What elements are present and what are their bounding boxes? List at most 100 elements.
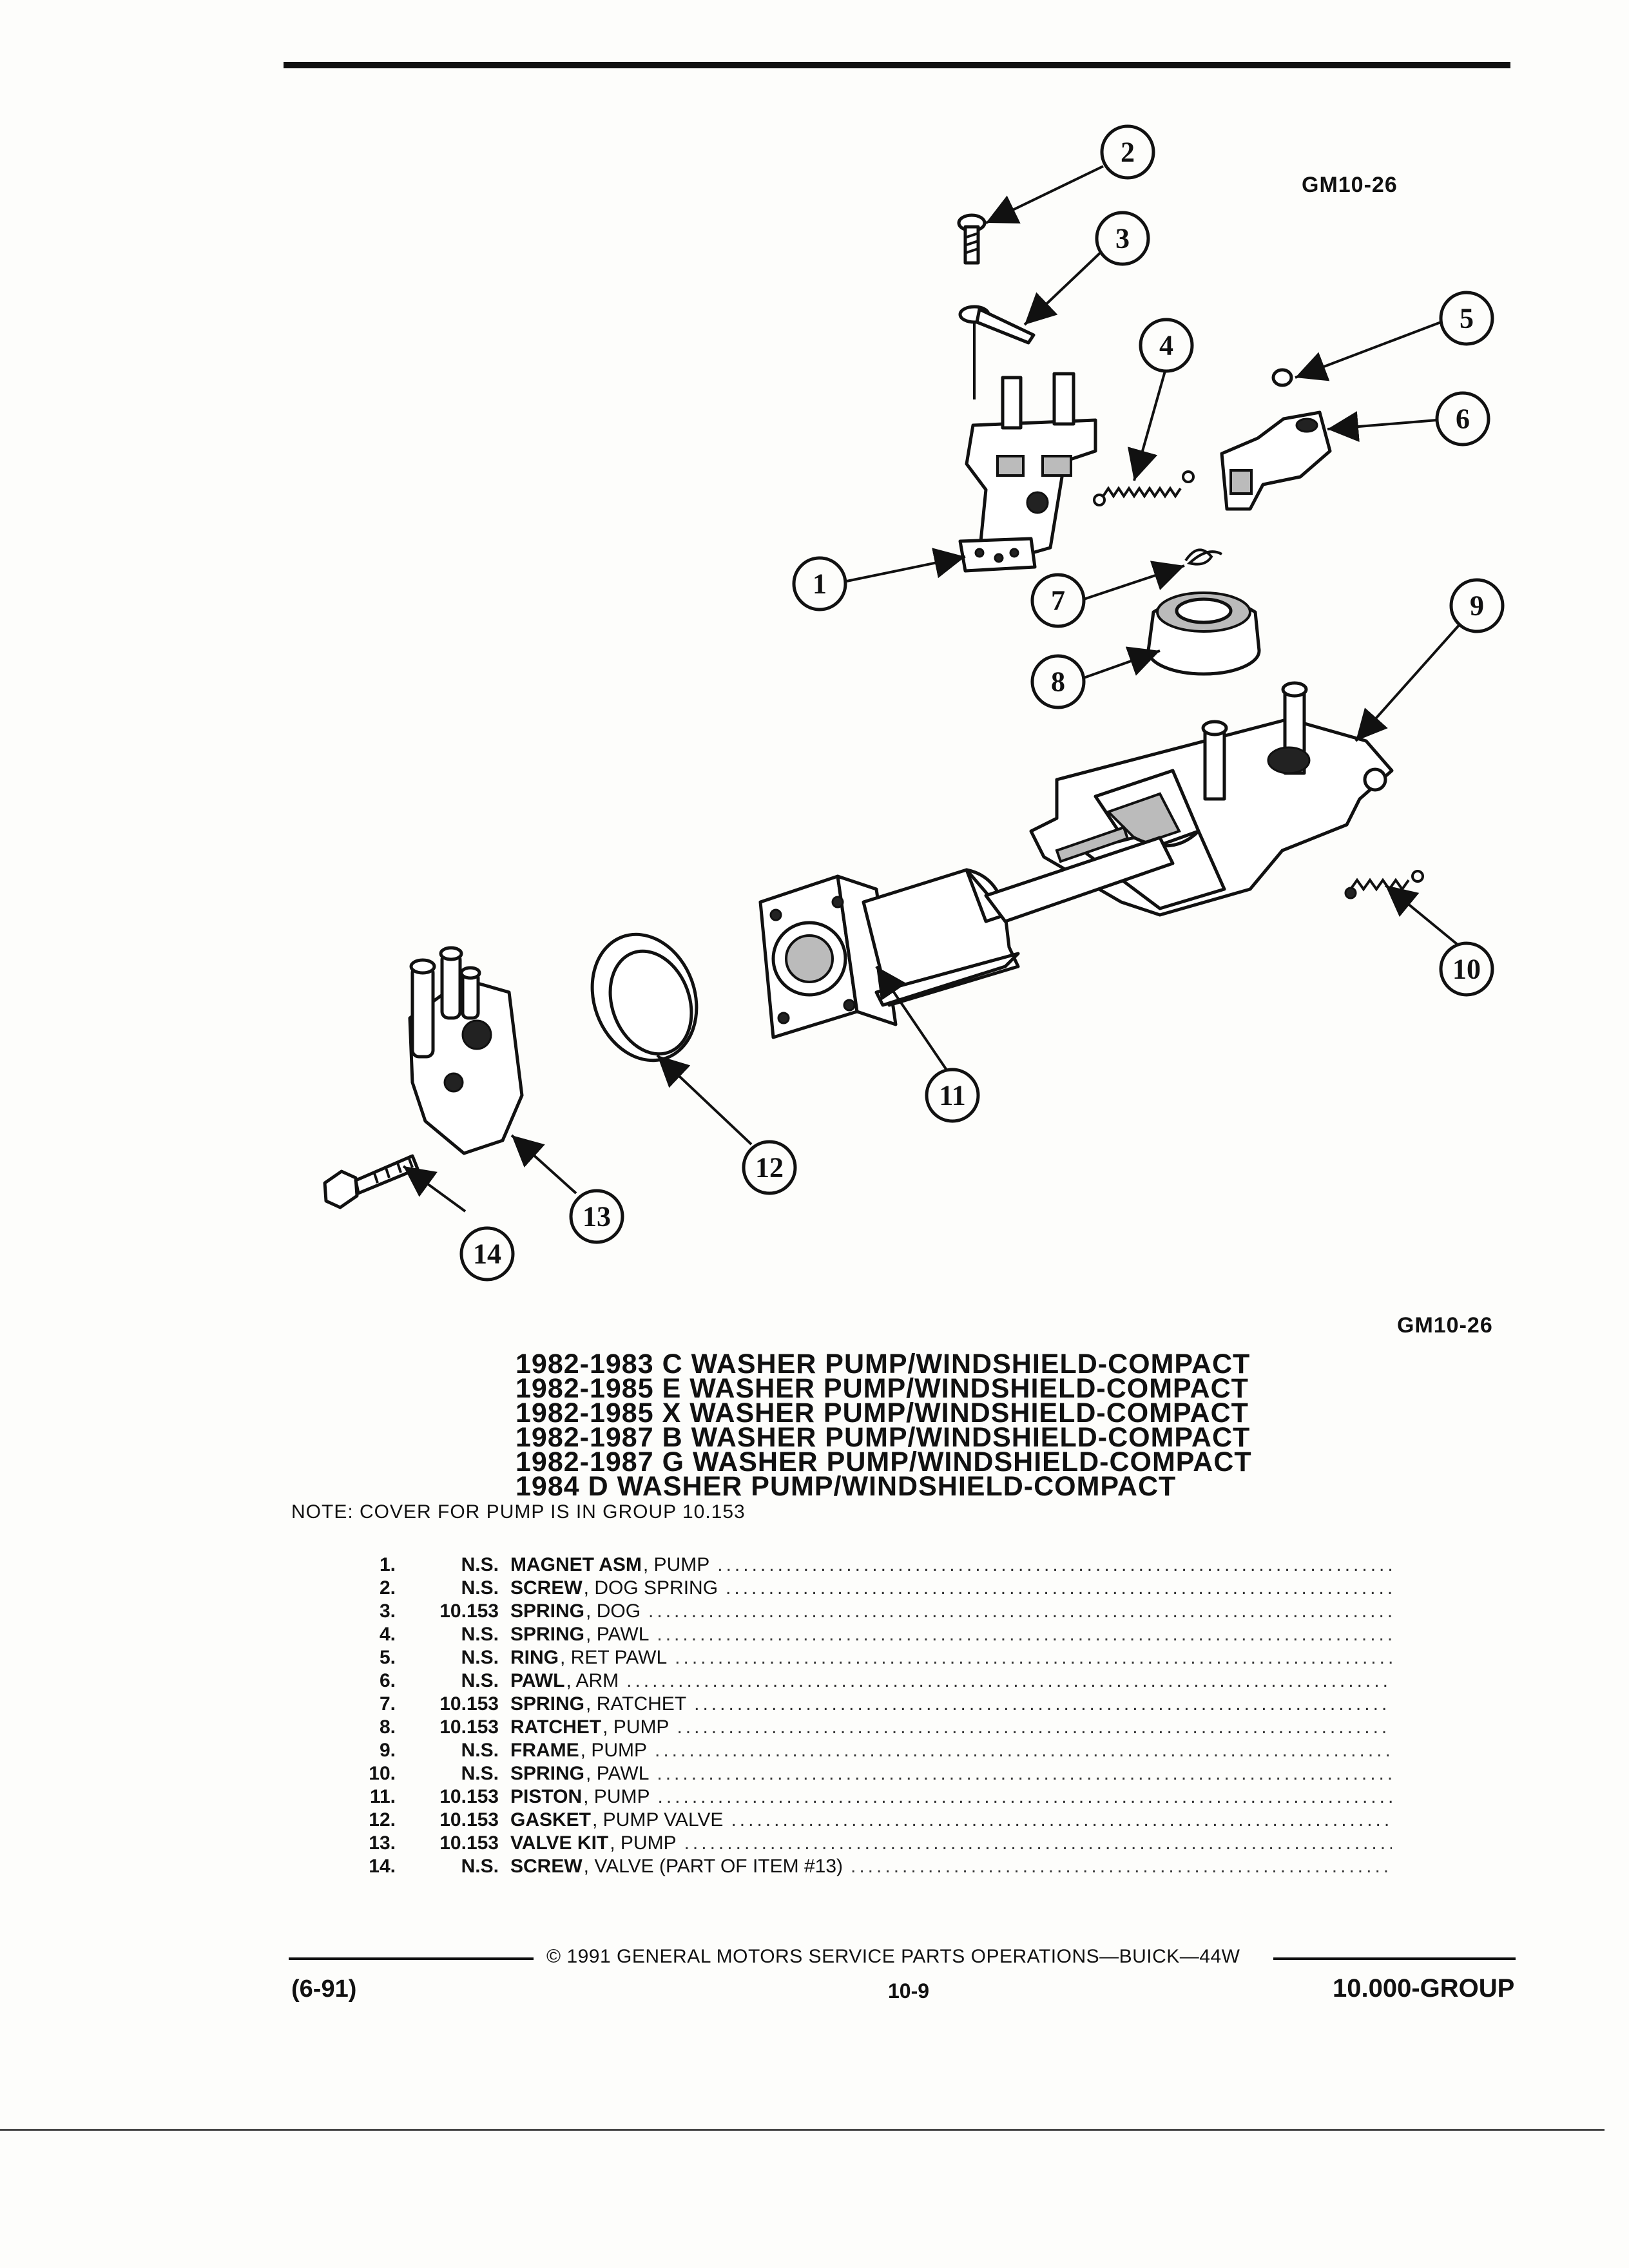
part-description: , DOG [586, 1600, 641, 1622]
title-line: 1982-1985 E WASHER PUMP/WINDSHIELD-COMPA… [516, 1373, 1249, 1404]
part-number: 10. [369, 1763, 396, 1784]
svg-text:14: 14 [473, 1238, 501, 1270]
dot-leader [726, 1577, 1392, 1599]
title-line: 1982-1987 G WASHER PUMP/WINDSHIELD-COMPA… [516, 1446, 1252, 1477]
dot-leader [731, 1809, 1392, 1831]
svg-text:1: 1 [813, 568, 827, 600]
leader-1 [846, 548, 966, 582]
part-number: 3. [379, 1600, 396, 1622]
dot-leader [851, 1856, 1392, 1878]
part-screw-valve [323, 1154, 419, 1209]
svg-text:4: 4 [1159, 330, 1173, 361]
part-name: RATCHET [510, 1716, 602, 1738]
dot-leader [684, 1832, 1392, 1854]
leader-14 [402, 1165, 467, 1213]
callout-11: 11 [925, 1068, 980, 1123]
dot-leader [657, 1763, 1392, 1785]
part-description: , ARM [566, 1670, 619, 1691]
part-name: MAGNET ASM [510, 1554, 642, 1575]
parts-list-row: 2.N.S.SCREW, DOG SPRING [348, 1577, 1392, 1600]
part-description: , PUMP [642, 1554, 710, 1575]
title-line: 1982-1983 C WASHER PUMP/WINDSHIELD-COMPA… [516, 1349, 1251, 1379]
part-description: , PUMP [610, 1832, 677, 1854]
part-description: , PUMP [602, 1716, 670, 1738]
part-number: 8. [379, 1716, 396, 1738]
svg-text:5: 5 [1460, 303, 1474, 334]
leader-10 [1384, 884, 1459, 946]
page-number: 10-9 [888, 1979, 930, 2003]
callout-14: 14 [459, 1226, 515, 1282]
leader-12 [656, 1054, 753, 1146]
callout-10: 10 [1439, 941, 1494, 997]
dot-leader [626, 1670, 1392, 1692]
part-description: , RATCHET [586, 1693, 687, 1715]
leader-4 [1127, 370, 1166, 481]
leader-13 [510, 1134, 577, 1195]
part-description: , VALVE (PART OF ITEM #13) [583, 1856, 843, 1877]
part-name: PAWL [510, 1670, 565, 1691]
parts-list-row: 7. 10.153 SPRING, RATCHET [348, 1693, 1392, 1716]
part-piston-pump [758, 825, 1175, 1039]
callout-1: 1 [792, 556, 847, 611]
date-code: (6-91) [291, 1975, 357, 2003]
part-description: , DOG SPRING [583, 1577, 718, 1599]
part-name: SPRING [510, 1600, 585, 1622]
callout-13: 13 [569, 1189, 624, 1244]
part-name: SPRING [510, 1763, 585, 1784]
part-name: GASKET [510, 1809, 592, 1831]
part-group: 10.153 [439, 1693, 499, 1715]
dot-leader [658, 1786, 1393, 1808]
part-name: VALVE KIT [510, 1832, 609, 1854]
part-name: SPRING [510, 1693, 585, 1715]
part-number: 7. [379, 1693, 396, 1715]
leader-6 [1327, 411, 1438, 442]
parts-list-row: 6. N.S. PAWL, ARM [348, 1670, 1392, 1693]
part-valve-kit-pump [408, 946, 524, 1155]
part-group: N.S. [461, 1647, 499, 1668]
leader-8 [1083, 646, 1161, 679]
svg-text:6: 6 [1456, 403, 1470, 435]
part-number: 13. [369, 1832, 396, 1854]
part-group: N.S. [461, 1577, 499, 1599]
title-line: 1984 D WASHER PUMP/WINDSHIELD-COMPACT [516, 1471, 1177, 1502]
title-block: 1982-1983 C WASHER PUMP/WINDSHIELD-COMPA… [516, 1349, 1353, 1502]
callout-5: 5 [1439, 291, 1494, 346]
part-number: 14. [369, 1856, 396, 1877]
callout-12: 12 [742, 1140, 797, 1195]
leader-3 [1023, 249, 1104, 326]
dot-leader [675, 1647, 1392, 1669]
part-number: 12. [369, 1809, 396, 1831]
part-name: RING [510, 1647, 559, 1668]
part-description: , PUMP [580, 1740, 648, 1761]
callout-7: 7 [1030, 573, 1086, 628]
part-magnet-asm [958, 372, 1097, 573]
parts-list-row: 9.N.S.FRAME, PUMP [348, 1740, 1392, 1763]
part-number: 6. [379, 1670, 396, 1691]
part-spring-pawl-lower [1344, 870, 1424, 899]
callout-9: 9 [1449, 578, 1505, 633]
dot-leader [655, 1740, 1392, 1762]
part-gasket-pump-valve [590, 932, 699, 1062]
part-group: N.S. [461, 1763, 499, 1784]
parts-list-row: 1.N.S.MAGNET ASM, PUMP [348, 1554, 1392, 1577]
copyright-notice: © 1991 GENERAL MOTORS SERVICE PARTS OPER… [546, 1946, 1240, 1967]
part-name: SCREW [510, 1577, 583, 1599]
title-line: 1982-1987 B WASHER PUMP/WINDSHIELD-COMPA… [516, 1422, 1251, 1453]
dot-leader [677, 1716, 1392, 1738]
part-number: 9. [379, 1740, 396, 1761]
exploded-parts-diagram: 1 2 3 4 5 6 7 8 9 10 11 12 13 14 [323, 124, 1505, 1282]
callout-2: 2 [1100, 124, 1155, 180]
svg-text:2: 2 [1121, 137, 1135, 168]
svg-text:12: 12 [755, 1152, 784, 1184]
part-spring-ratchet [1184, 548, 1222, 566]
part-group: N.S. [461, 1670, 499, 1691]
callout-6: 6 [1435, 391, 1490, 447]
title-line: 1982-1985 X WASHER PUMP/WINDSHIELD-COMPA… [516, 1398, 1249, 1428]
part-number: 5. [379, 1647, 396, 1668]
part-description: , PUMP [583, 1786, 650, 1807]
figure-code-top: GM10-26 [1302, 173, 1398, 197]
part-group: N.S. [461, 1554, 499, 1575]
